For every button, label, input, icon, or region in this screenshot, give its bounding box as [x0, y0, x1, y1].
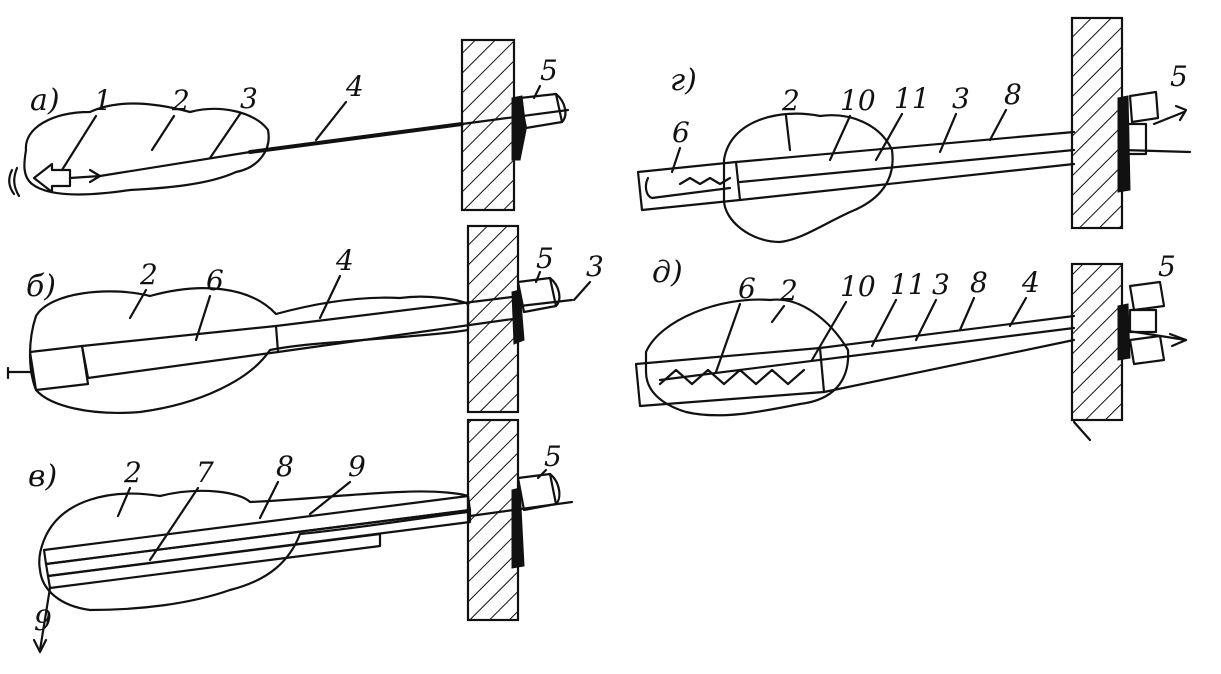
callout-v-9-bottom: 9 [34, 604, 52, 637]
wedge-d [1117, 303, 1131, 361]
callout-d-10: 10 [840, 270, 876, 303]
wall-d [1070, 262, 1124, 422]
grout-zone-d [644, 298, 850, 417]
callout-g-6: 6 [672, 116, 690, 149]
callout-g-3: 3 [952, 82, 970, 115]
callout-b-2: 2 [139, 258, 158, 291]
callout-a-2: 2 [171, 84, 190, 117]
callout-d-5: 5 [1158, 250, 1176, 283]
callout-b-4: 4 [335, 244, 354, 277]
callout-a-1: 1 [94, 84, 112, 117]
sleeve-b [80, 324, 280, 380]
callout-a-4: 4 [345, 70, 364, 103]
tube-inner-v [44, 508, 472, 578]
callout-g-10: 10 [840, 84, 876, 117]
callout-a-5: 5 [540, 54, 558, 87]
callouts-a: 1 2 3 4 5 [60, 54, 558, 172]
wall-v [466, 418, 520, 622]
wall-a [460, 38, 516, 212]
tendon-a [98, 150, 252, 178]
tendon-thick-a [248, 122, 464, 154]
callout-d-6: 6 [738, 272, 756, 305]
panel-a [8, 38, 570, 212]
callout-b-6: 6 [206, 264, 224, 297]
tube-lower-v [46, 532, 382, 590]
callout-b-5: 5 [536, 242, 554, 275]
callout-d-4: 4 [1021, 266, 1040, 299]
tendon-d [658, 326, 1076, 382]
callout-g-5: 5 [1170, 60, 1188, 93]
nut-b [516, 276, 558, 314]
callout-v-8: 8 [276, 450, 294, 483]
callout-d-8: 8 [970, 266, 988, 299]
callout-v-2: 2 [123, 456, 142, 489]
callouts-d: 6 2 10 11 3 8 4 5 [714, 250, 1176, 374]
callout-v-9-top: 9 [348, 450, 366, 483]
wall-g [1070, 16, 1124, 230]
panel-g [636, 16, 1192, 244]
tube-d [818, 314, 1076, 394]
callout-d-3: 3 [932, 268, 950, 301]
callout-g-2: 2 [781, 84, 800, 117]
panel-label-d: д) [652, 255, 683, 290]
callout-d-11: 11 [890, 268, 926, 301]
panel-label-v: в) [28, 459, 57, 494]
panel-label-g: г) [670, 63, 697, 98]
panel-v [32, 418, 574, 654]
callout-g-11: 11 [894, 82, 930, 115]
callout-g-8: 8 [1004, 78, 1022, 111]
nut-v [516, 472, 558, 512]
panel-d [634, 262, 1188, 442]
callouts-g: 6 2 10 11 3 8 5 [670, 60, 1188, 174]
callout-v-5: 5 [544, 440, 562, 473]
tube-g [734, 130, 1076, 202]
grout-zone-a [23, 102, 270, 196]
panel-label-b: б) [26, 269, 56, 304]
grout-zone-b [28, 287, 470, 414]
callouts-b: 2 6 4 5 3 [128, 242, 604, 342]
grout-zone-g [722, 112, 894, 244]
callout-v-7: 7 [196, 456, 214, 489]
callout-d-2: 2 [779, 274, 798, 307]
callout-a-3: 3 [240, 82, 258, 115]
panel-label-a: а) [30, 83, 60, 118]
expansion-sleeve-b [28, 344, 90, 392]
wedge-g [1117, 95, 1131, 193]
tendon-b [518, 298, 574, 308]
callout-b-3: 3 [586, 250, 604, 283]
callouts-v: 2 7 8 9 5 9 [34, 440, 562, 637]
grout-zone-v [38, 489, 470, 612]
panel-b [6, 224, 574, 414]
tendon-g [738, 148, 1076, 184]
